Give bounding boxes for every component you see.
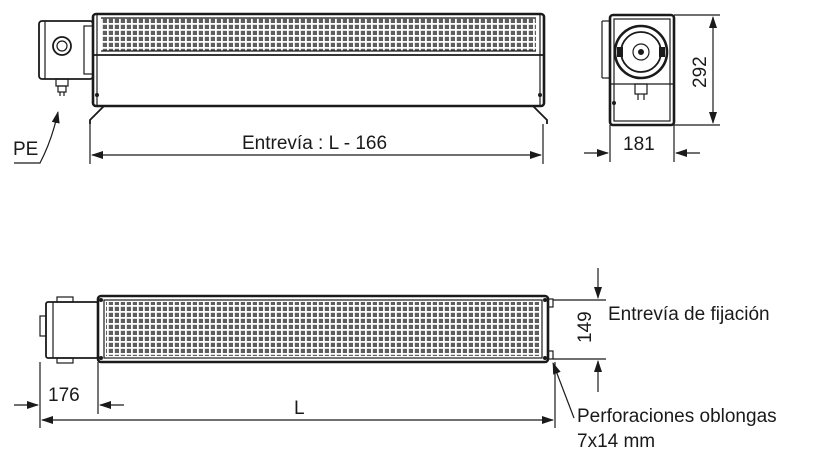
perforaciones-leader (552, 362, 575, 419)
entrevia-top-label: Entrevía : L - 166 (242, 133, 387, 154)
perforaciones-line1-label: Perforaciones oblongas (577, 406, 777, 427)
length-L-label: L (294, 398, 305, 419)
side-view: 292 181 (584, 13, 720, 162)
dim-149-label: 149 (575, 311, 596, 343)
pe-label: PE (13, 139, 38, 160)
fan-motor-icon (613, 24, 669, 80)
width-181-dimension (584, 125, 700, 162)
front-view: PE Entrevía : L - 166 (13, 12, 548, 164)
terminal-box-front (38, 20, 94, 80)
top-view: 149 Entrevía de fijación 176 L Perforaci… (14, 268, 777, 452)
dim-176-dimension (14, 362, 124, 428)
pe-terminal-icon (55, 78, 69, 96)
height-292-dimension (674, 14, 720, 126)
pe-leader (14, 111, 60, 164)
grille-pattern-icon (101, 18, 536, 51)
terminal-box-top (39, 296, 99, 364)
mounting-foot-icon (89, 105, 548, 124)
height-292-label: 292 (690, 56, 711, 88)
dim-149-dimension (553, 268, 606, 392)
entrevia-fijacion-label: Entrevía de fijación (608, 304, 770, 325)
width-181-label: 181 (623, 134, 655, 155)
dim-176-label: 176 (48, 385, 80, 406)
perforaciones-line2-label: 7x14 mm (577, 431, 655, 452)
cable-gland-icon (52, 36, 72, 56)
heater-body-top (96, 294, 554, 364)
cable-gland-side-icon (634, 83, 648, 100)
grille-pattern-top-icon (106, 302, 540, 356)
heater-body-front (91, 12, 546, 108)
entrevia-dimension (89, 124, 544, 164)
